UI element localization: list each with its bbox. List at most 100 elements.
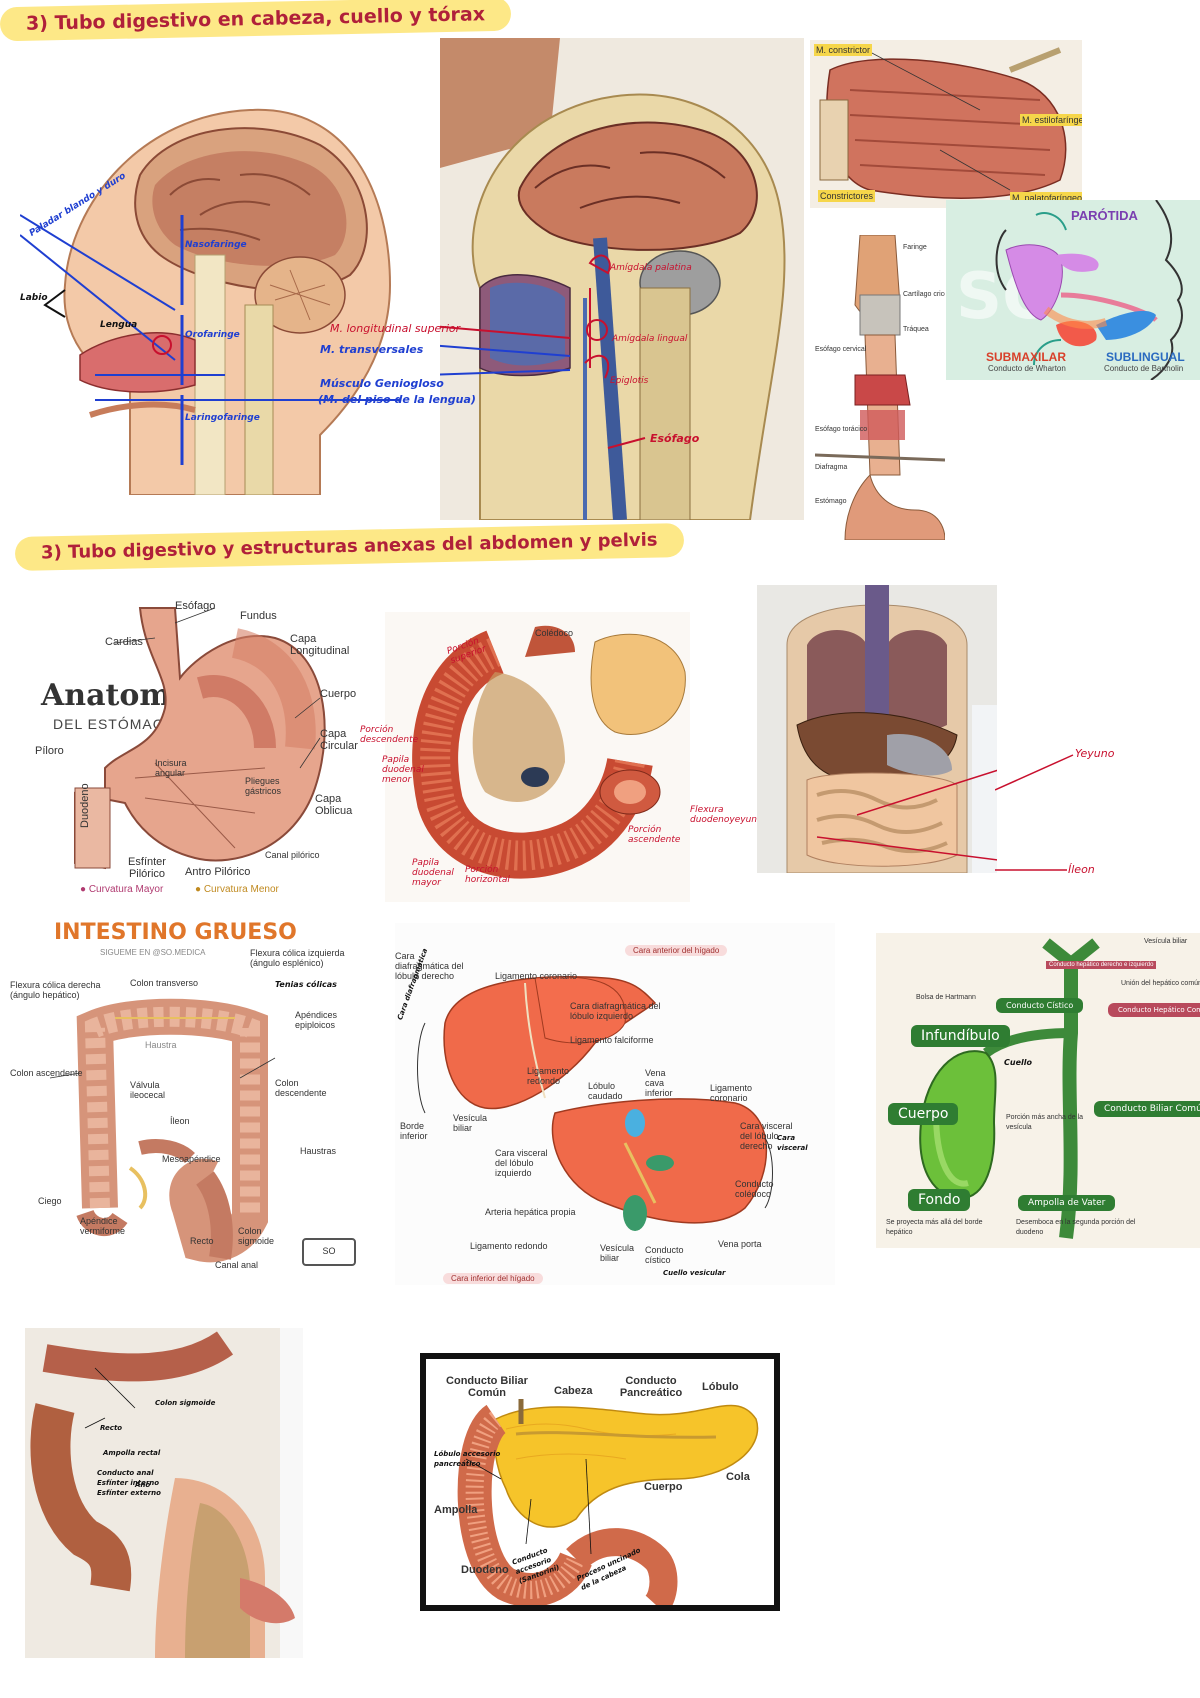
colon-sigmoide: Colon sigmoide	[238, 1226, 275, 1246]
rectum-drawing	[25, 1328, 303, 1658]
salivary-glands-figure: SO PARÓTIDA SUBMAXILAR Conducto de Whart…	[946, 200, 1200, 380]
liver-vesicula2: Vesícula biliar	[600, 1243, 635, 1263]
colon-recto: Recto	[190, 1236, 214, 1246]
salivary-drawing	[995, 200, 1183, 380]
pancreas-lobulo-accesorio: Lóbulo accesorio pancreático	[434, 1450, 501, 1468]
stomach-legend-minor: ● Curvatura Menor	[195, 884, 279, 895]
tonsil-faucial-annotation: Amígdala lingual	[612, 334, 688, 344]
rectum-label-4: Conducto anal	[97, 1469, 154, 1477]
pharynx-label-1: M. constrictor	[814, 44, 873, 56]
colon-flex-der: Flexura cólica derecha (ángulo hepático)	[10, 980, 101, 1000]
liver-arteria: Arteria hepática propia	[485, 1207, 576, 1217]
liver-vena-cava: Vena cava inferior	[645, 1068, 673, 1098]
colon-ascendente: Colon ascendente	[10, 1068, 83, 1078]
sublingual-label: SUBLINGUAL	[1106, 350, 1185, 364]
gallbladder-figure: Infundíbulo Cuerpo Fondo Conducto Cístic…	[876, 933, 1200, 1248]
torso-ileon: Íleon	[1068, 863, 1095, 876]
pancreas-lobulo: Lóbulo	[702, 1381, 739, 1393]
liver-borde-inf: Borde inferior	[400, 1121, 428, 1141]
colon-haustras: Haustras	[300, 1146, 337, 1156]
pill-conducto-cistico: Conducto Cístico	[996, 998, 1084, 1013]
liver-cara-diaf-izq: Cara diafragmática del lóbulo izquierdo	[570, 1001, 661, 1021]
liver-cara-visceral-izq: Cara visceral del lóbulo izquierdo	[495, 1148, 548, 1178]
stomach-canal: Canal pilórico	[265, 850, 320, 860]
pill-cuerpo: Cuerpo	[888, 1103, 959, 1125]
oropharynx-annotation: Orofaringe	[185, 330, 240, 340]
stomach-drawing	[74, 607, 326, 870]
genio-note-annotation: (M. del piso de la lengua)	[318, 393, 476, 406]
pancreas-cola: Cola	[726, 1471, 750, 1483]
stomach-capa-circ: Capa Circular	[320, 728, 358, 752]
colon-ileocecal: Válvula ileocecal	[130, 1080, 166, 1100]
rectum-label-6: Esfínter externo	[97, 1489, 161, 1497]
sublingual-sub: Conducto de Bartholin	[1104, 364, 1184, 373]
torso-yeyuno: Yeyuno	[1075, 747, 1115, 760]
torso-model-drawing	[757, 585, 997, 873]
liver-drawing	[417, 976, 773, 1231]
legend-major-label: Curvatura Mayor	[88, 884, 164, 895]
gallbladder-note-1: Conducto hepático derecho e izquierdo	[1046, 961, 1157, 969]
torso-pointer-lines	[995, 754, 1074, 871]
stomach-capa-obl: Capa Oblicua	[315, 793, 353, 817]
section-heading-head: 3) Tubo digestivo en cabeza, cuello y tó…	[0, 0, 512, 42]
pharynx-label-2: M. estilofaríngeo	[1020, 114, 1082, 126]
liver-vesicula: Vesícula biliar	[453, 1113, 488, 1133]
m-transverse-annotation: M. transversales	[320, 343, 424, 356]
torso-model-photo	[757, 585, 997, 873]
pill-ampolla: Ampolla de Vater	[1018, 1195, 1116, 1211]
gallbladder-note-5: Se proyecta más allá del borde hepático	[886, 1219, 983, 1236]
pill-conducto-biliar: Conducto Biliar Común	[1094, 1101, 1200, 1117]
colon-apendices: Apéndices epiploicos	[295, 1010, 338, 1030]
liver-tag-bottom: Cara inferior del hígado	[443, 1273, 543, 1284]
head-sagittal-drawing	[20, 108, 400, 495]
duodenum-desc: Porción descendente	[360, 725, 419, 745]
esophagus-label-7: Estómago	[815, 498, 847, 505]
gallbladder-note-7: Cuello	[1004, 1058, 1032, 1067]
duodenum-horizontal: Porción horizontal	[465, 865, 510, 885]
liver-vena-porta: Vena porta	[718, 1239, 762, 1249]
nasopharynx-annotation: Nasofaringe	[185, 240, 247, 250]
stomach-figure: Anatomía DEL ESTÓMAGO Esófago Fundus Car…	[35, 598, 365, 898]
rectum-label-5: Esfínter interno	[97, 1479, 160, 1487]
colon-flex-izq: Flexura cólica izquierda (ángulo espléni…	[250, 948, 345, 968]
m-longitudinal-annotation: M. longitudinal superior	[330, 322, 461, 335]
epiglottis-annotation: Epiglotis	[610, 376, 649, 386]
submandibular-label: SUBMAXILAR	[986, 350, 1066, 364]
esophagus-figure: Faringe Cartílago cricoides Tráquea Esóf…	[815, 235, 945, 540]
esophagus-label-6: Diafragma	[815, 464, 848, 471]
pill-fondo: Fondo	[908, 1189, 971, 1211]
esophagus-annotation: Esófago	[650, 432, 700, 445]
stomach-duodeno: Duodeno	[79, 783, 91, 828]
duodenum-papilla: Papila duodenal menor	[382, 755, 424, 785]
stomach-legend-major: ● Curvatura Mayor	[80, 884, 163, 895]
stomach-capa-long: Capa Longitudinal	[290, 633, 350, 657]
rectum-label-7: Ano	[135, 1481, 151, 1489]
head-sagittal-figure: Paladar blando y duro Labio Nasofaringe …	[20, 55, 400, 495]
gallbladder-note-4: Porción más ancha de la vesícula	[1006, 1114, 1084, 1131]
liver-lobulo-caudado: Lóbulo caudado	[588, 1081, 623, 1101]
pancreas-figure: Conducto Biliar Común Cabeza Conducto Pa…	[420, 1353, 780, 1611]
colon-transverso: Colon transverso	[130, 978, 199, 988]
gallbladder-note-3: Unión del hepático común y cístico	[1121, 980, 1200, 987]
rectum-label-1: Colon sigmoide	[155, 1399, 216, 1407]
legend-dot-major: ●	[80, 884, 89, 895]
colon-brand-logo: SO MEDICA	[302, 1238, 356, 1266]
colon-tenias: Tenias cólicas	[275, 980, 337, 989]
colon-drawing	[49, 998, 276, 1263]
esophagus-label-4: Esófago cervical	[815, 346, 867, 353]
esophagus-label-3: Tráquea	[903, 326, 929, 333]
stomach-subtitle: DEL ESTÓMAGO	[53, 716, 177, 732]
esophagus-drawing	[815, 235, 945, 540]
esophagus-label-1: Faringe	[903, 244, 927, 251]
colon-meso: Mesoapéndice	[162, 1154, 221, 1164]
head-model-drawing	[440, 38, 804, 520]
colon-ileon: Íleon	[170, 1116, 190, 1126]
colon-ciego: Ciego	[38, 1196, 62, 1206]
liver-cara-diaf-der: Cara diafragmática del lóbulo derecho	[395, 951, 464, 981]
liver-conducto-coledoco: Conducto colédoco	[735, 1179, 774, 1199]
esophagus-label-5: Esófago torácico	[815, 426, 868, 433]
pharynx-label-4: Constrictores	[818, 190, 876, 202]
pancreas-duodeno: Duodeno	[461, 1564, 509, 1576]
liver-lig-falciforme: Ligamento falciforme	[570, 1035, 654, 1045]
large-intestine-figure: INTESTINO GRUESO SIGUEME EN @SO.MEDICA S…	[10, 918, 360, 1268]
